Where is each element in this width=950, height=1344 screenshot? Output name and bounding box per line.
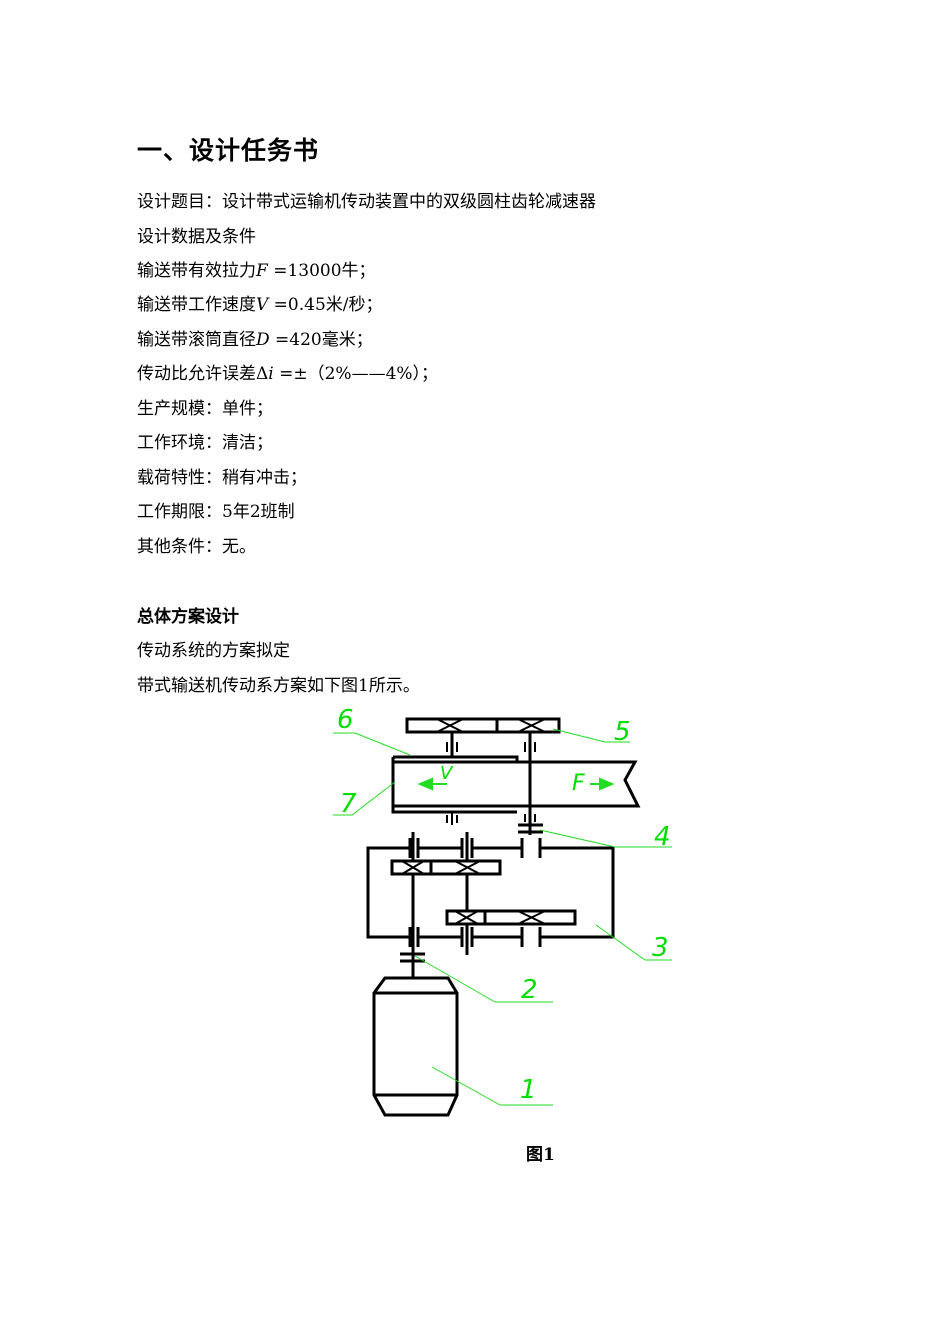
- ratio-tolerance-label: 传动比允许误差Δ: [137, 364, 269, 384]
- belt-force-symbol: F: [256, 261, 268, 281]
- label-5: 5: [614, 717, 631, 747]
- force-label: F: [572, 771, 585, 796]
- ratio-tolerance: 传动比允许误差Δi =±（2%——4%）；: [137, 359, 438, 384]
- belt-force-label: 输送带有效拉力: [137, 261, 256, 281]
- ratio-tolerance-value: =±（2%——4%）；: [273, 364, 439, 384]
- label-2: 2: [521, 975, 538, 1005]
- work-environment: 工作环境：清洁；: [137, 433, 273, 453]
- design-topic: 设计题目：设计带式运输机传动装置中的双级圆柱齿轮减速器: [137, 192, 596, 212]
- service-life: 工作期限：5年2班制: [137, 502, 295, 522]
- label-3: 3: [652, 933, 669, 963]
- belt-speed: 输送带工作速度V =0.45米/秒；: [137, 290, 383, 315]
- drum-diameter-label: 输送带滚筒直径: [137, 330, 256, 350]
- label-1: 1: [520, 1075, 537, 1105]
- ratio-tolerance-symbol: i: [268, 364, 274, 384]
- label-7: 7: [340, 789, 357, 819]
- section-line-2: 带式输送机传动系方案如下图1所示。: [137, 676, 420, 696]
- page-title: 一、设计任务书: [137, 136, 320, 165]
- drum-diameter: 输送带滚筒直径D =420毫米；: [137, 325, 373, 350]
- label-6: 6: [337, 705, 354, 735]
- production-scale: 生产规模：单件；: [137, 399, 273, 419]
- design-data-heading: 设计数据及条件: [137, 227, 256, 247]
- transmission-diagram: 6 7 5 4 3 2 1 V F: [333, 705, 672, 1117]
- load-characteristic: 载荷特性：稍有冲击；: [137, 468, 307, 488]
- belt-speed-symbol: V: [256, 295, 269, 315]
- figure-caption: 图1: [526, 1145, 555, 1165]
- section-title: 总体方案设计: [137, 607, 239, 627]
- belt-speed-value: =0.45米/秒；: [268, 295, 383, 315]
- belt-force: 输送带有效拉力F =13000牛；: [137, 256, 376, 281]
- label-4: 4: [654, 822, 671, 852]
- drum-diameter-symbol: D: [256, 330, 270, 350]
- other-conditions: 其他条件：无。: [137, 537, 256, 557]
- drum-diameter-value: =420毫米；: [269, 330, 373, 350]
- section-line-1: 传动系统的方案拟定: [137, 641, 290, 661]
- belt-speed-label: 输送带工作速度: [137, 295, 256, 315]
- belt-force-value: =13000牛；: [267, 261, 376, 281]
- velocity-label: V: [440, 763, 454, 784]
